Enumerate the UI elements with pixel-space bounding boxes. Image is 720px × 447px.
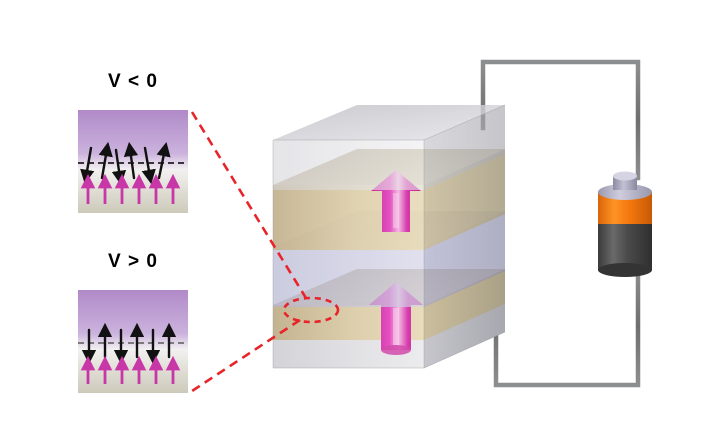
spin-arrow-down (141, 146, 156, 185)
bulk-spin-head (148, 355, 164, 371)
spin-arrow-up (98, 141, 113, 180)
spin-arrow-up (123, 141, 139, 180)
bulk-spin-arrows (80, 173, 181, 204)
bulk-spin-head (114, 173, 130, 189)
spin-arrow-up (156, 141, 171, 180)
bulk-spin-head (165, 355, 181, 371)
panel-v-positive (78, 290, 188, 393)
layer-face-top (273, 105, 505, 140)
panel-v-negative (78, 110, 188, 213)
panel-background (78, 290, 188, 393)
layer-face-right (424, 302, 505, 368)
interface-spin-arrows (81, 322, 177, 365)
circuit-wires (480, 59, 641, 388)
bottom-wire (493, 265, 641, 388)
panel-background (78, 110, 188, 213)
spin-arrow-down (111, 148, 127, 186)
top-wire (480, 59, 641, 181)
layer-face-front (273, 140, 424, 190)
bulk-spin-head (80, 355, 96, 371)
layer-face-right (424, 269, 505, 340)
bulk-spin-head (114, 355, 130, 371)
panel-label-v-negative: V < 0 (108, 71, 158, 92)
callout-ellipse (282, 296, 340, 324)
bulk-spin-head (131, 173, 147, 189)
callout-leader-lower (191, 318, 301, 393)
layer-face-right (424, 149, 505, 250)
battery (598, 171, 652, 277)
battery-top-cap (598, 184, 652, 200)
bulk-spin-arrows (80, 355, 181, 384)
callout-leader-upper (190, 111, 311, 304)
callout-lines (190, 111, 340, 393)
bulk-spin-head (97, 355, 113, 371)
bulk-spin-head (165, 173, 181, 189)
battery-terminal-top (613, 171, 637, 181)
bulk-spin-head (80, 173, 96, 189)
battery-bottom-edge (598, 263, 652, 277)
layer-face-front (273, 247, 424, 307)
stack-edges (272, 104, 506, 369)
panel-label-v-positive: V > 0 (108, 251, 158, 272)
layer-top-cap-gray (273, 105, 505, 190)
bulk-spin-head (97, 173, 113, 189)
spin-arrow-down (80, 146, 95, 185)
bulk-spin-head (148, 173, 164, 189)
bulk-spin-head (131, 355, 147, 371)
interface-spin-arrows (80, 141, 171, 186)
layer-face-right (424, 105, 505, 190)
layer-face-right (424, 211, 505, 307)
multilayer-stack (272, 104, 506, 369)
